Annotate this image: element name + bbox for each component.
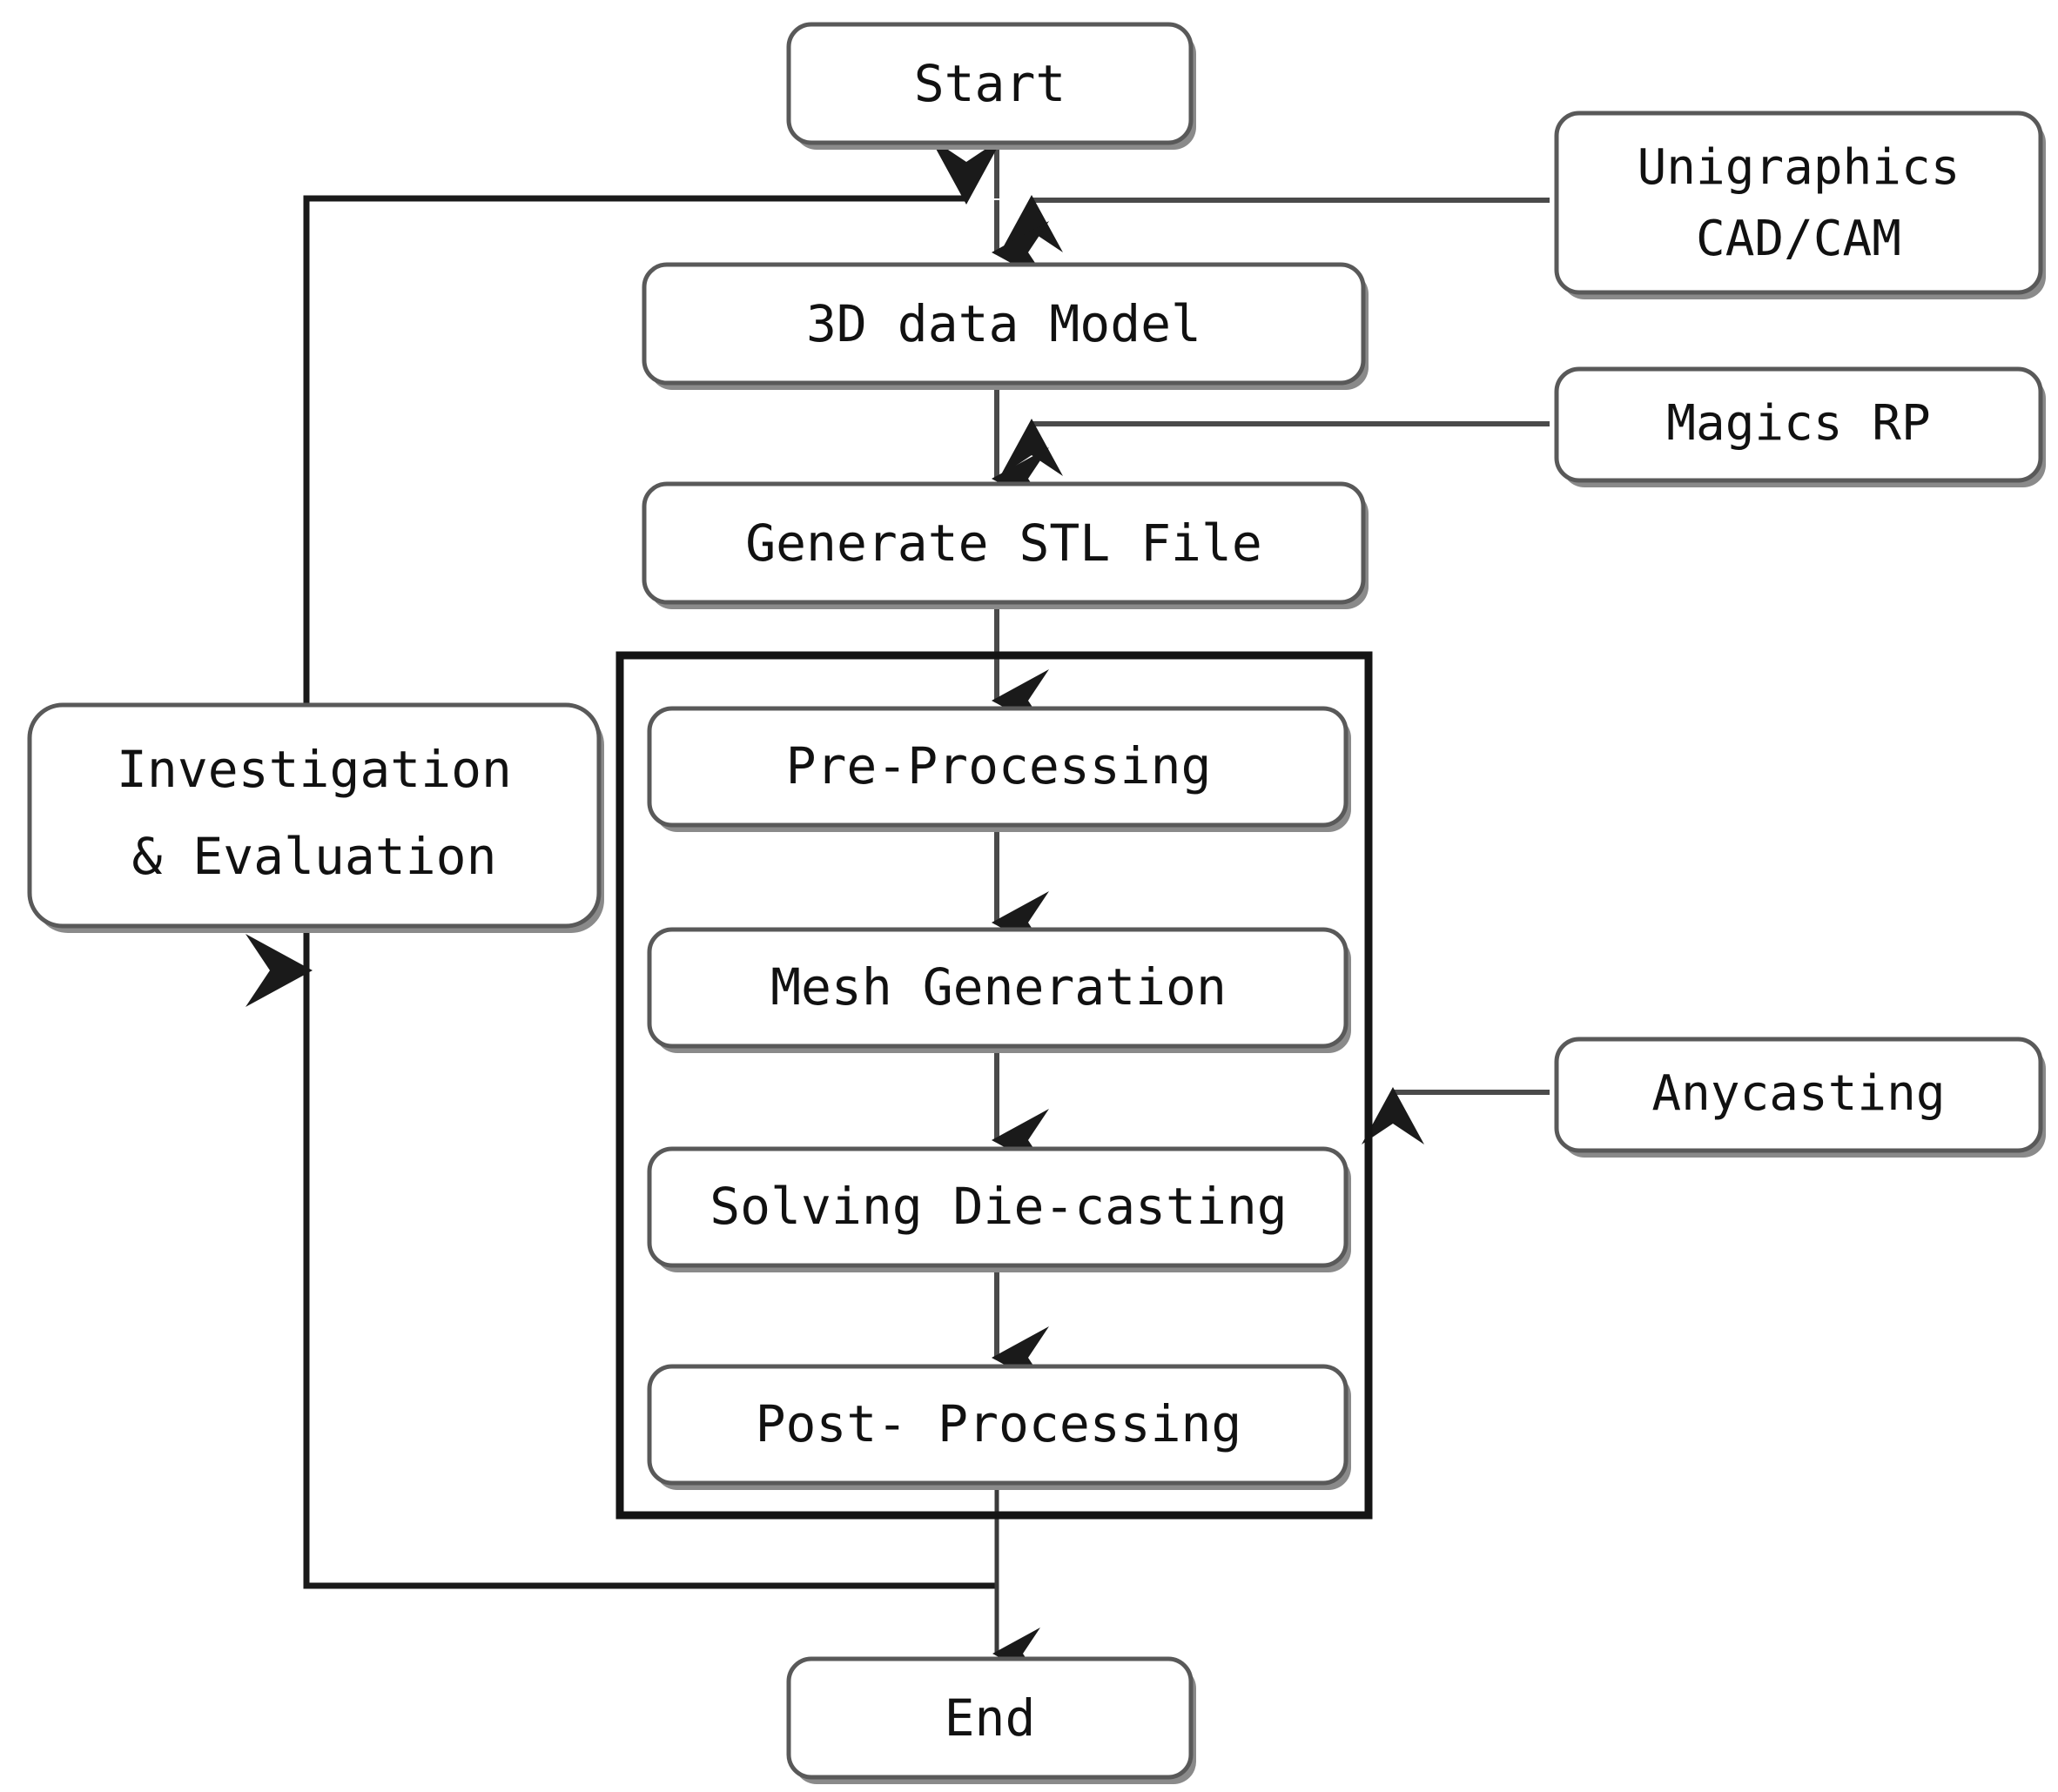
node-investigation-evaluation[interactable]: Investigation & Evaluation <box>27 702 604 933</box>
start-box <box>786 22 1194 145</box>
solving-box <box>647 1146 1348 1268</box>
postprocessing-label: Post- Processing <box>756 1394 1242 1453</box>
end-box <box>786 1656 1194 1780</box>
node-solving-die-casting[interactable]: Solving Die-casting <box>647 1146 1351 1272</box>
anycasting-label: Anycasting <box>1651 1065 1945 1122</box>
start-label: Start <box>914 54 1066 113</box>
node-anycasting[interactable]: Anycasting <box>1554 1037 2046 1158</box>
solving-label: Solving Die-casting <box>710 1177 1287 1236</box>
node-magics-rp[interactable]: Magics RP <box>1554 366 2046 487</box>
simulation-group-box <box>615 651 1373 1520</box>
node-pre-processing[interactable]: Pre-Processing <box>647 706 1351 832</box>
stl-label: Generate STL File <box>745 513 1262 573</box>
unigraphics-label-line2: CAD/CAM <box>1696 211 1901 267</box>
node-3d-data-model[interactable]: 3D data Model <box>642 262 1369 390</box>
node-mesh-generation[interactable]: Mesh Generation <box>647 927 1351 1053</box>
investigation-box <box>27 702 602 929</box>
end-label: End <box>945 1688 1036 1748</box>
model3d-box <box>642 262 1366 386</box>
preprocessing-box <box>647 706 1348 828</box>
node-end[interactable]: End <box>786 1656 1196 1784</box>
preprocessing-label: Pre-Processing <box>786 736 1212 795</box>
magics-box <box>1554 366 2043 483</box>
unigraphics-box <box>1554 111 2043 295</box>
node-unigraphics[interactable]: Unigraphics CAD/CAM <box>1554 111 2046 299</box>
postprocessing-box <box>647 1364 1348 1486</box>
investigation-label-line2: & Evaluation <box>131 827 496 886</box>
magics-label: Magics RP <box>1666 395 1930 452</box>
node-generate-stl-file[interactable]: Generate STL File <box>642 481 1369 609</box>
model3d-label: 3D data Model <box>806 294 1201 353</box>
unigraphics-label-line1: Unigraphics <box>1638 139 1960 196</box>
anycasting-box <box>1554 1037 2043 1153</box>
mesh-label: Mesh Generation <box>770 957 1227 1017</box>
mesh-box <box>647 927 1348 1049</box>
investigation-label-line1: Investigation <box>117 740 512 799</box>
node-post-processing[interactable]: Post- Processing <box>647 1364 1351 1490</box>
node-start[interactable]: Start <box>786 22 1196 150</box>
stl-box <box>642 481 1366 605</box>
